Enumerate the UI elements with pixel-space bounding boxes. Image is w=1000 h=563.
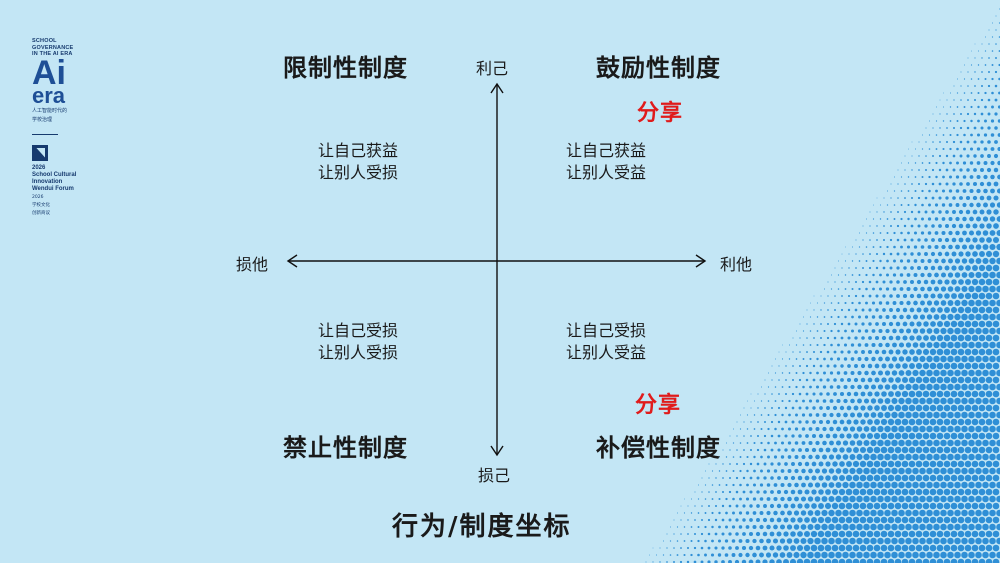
horizontal-axis-arrowhead-left [286,254,298,268]
cell-bottom-right-line2: 让别人受益 [566,343,647,362]
forum-year: 2026 [32,164,46,171]
axis-label-right: 利他 [720,255,753,274]
axis-label-left: 损他 [236,255,269,274]
logo-divider [32,133,58,135]
forum-line1: School Cultural [32,171,77,178]
forum-logo: SCHOOL GOVERNANCE IN THE AI ERA Ai era 人… [32,38,92,217]
quadrant-title-top-right: 鼓励性制度 [596,54,721,82]
axes-arrows [286,82,707,457]
cell-top-left-line2: 让别人受损 [318,163,399,182]
cell-top-left: 让自己获益 让别人受损 [318,140,398,184]
forum-logo-icon [32,144,48,161]
forum-cn-year: 2026 [32,194,44,200]
cell-bottom-left: 让自己受损 让别人受损 [318,320,398,364]
axis-label-bottom: 损己 [478,466,511,485]
quadrant-title-bottom-left: 禁止性制度 [283,434,408,462]
cell-top-right-line2: 让别人受益 [566,163,647,182]
quadrant-title-top-left: 限制性制度 [283,54,408,82]
logo-line1: SCHOOL [32,38,57,44]
highlight-share-bottom: 分享 [635,393,682,418]
cell-bottom-left-line2: 让别人受损 [318,343,399,362]
vertical-axis-arrowhead-top [490,82,504,94]
forum-line3: Wendui Forum [32,185,74,192]
horizontal-axis-arrowhead-right [695,254,707,268]
slide-title: 行为/制度坐标 [392,512,572,542]
logo-line2: GOVERNANCE [32,44,74,51]
cell-bottom-right: 让自己受损 让别人受益 [566,320,646,364]
cell-top-right-line1: 让自己获益 [566,141,647,160]
cell-bottom-left-line1: 让自己受损 [318,321,399,340]
forum-cn1: 学校文化 [32,202,50,208]
quadrant-title-bottom-right: 补偿性制度 [596,434,721,462]
cell-bottom-right-line1: 让自己受损 [566,321,647,340]
logo-cn1: 人工智能时代的 [32,107,68,114]
vertical-axis-arrowhead-bottom [490,445,504,457]
logo-cn2: 学校治理 [32,116,53,123]
forum-cn2: 创新商议 [32,210,50,216]
forum-line2: Innovation [32,178,63,185]
cell-top-right: 让自己获益 让别人受益 [566,140,646,184]
cell-top-left-line1: 让自己获益 [318,141,399,160]
axis-label-top: 利己 [476,59,509,78]
logo-ai: Ai [32,53,66,92]
highlight-share-top: 分享 [637,101,684,126]
logo-line3: IN THE AI ERA [32,51,73,57]
logo-era: era [32,82,66,108]
